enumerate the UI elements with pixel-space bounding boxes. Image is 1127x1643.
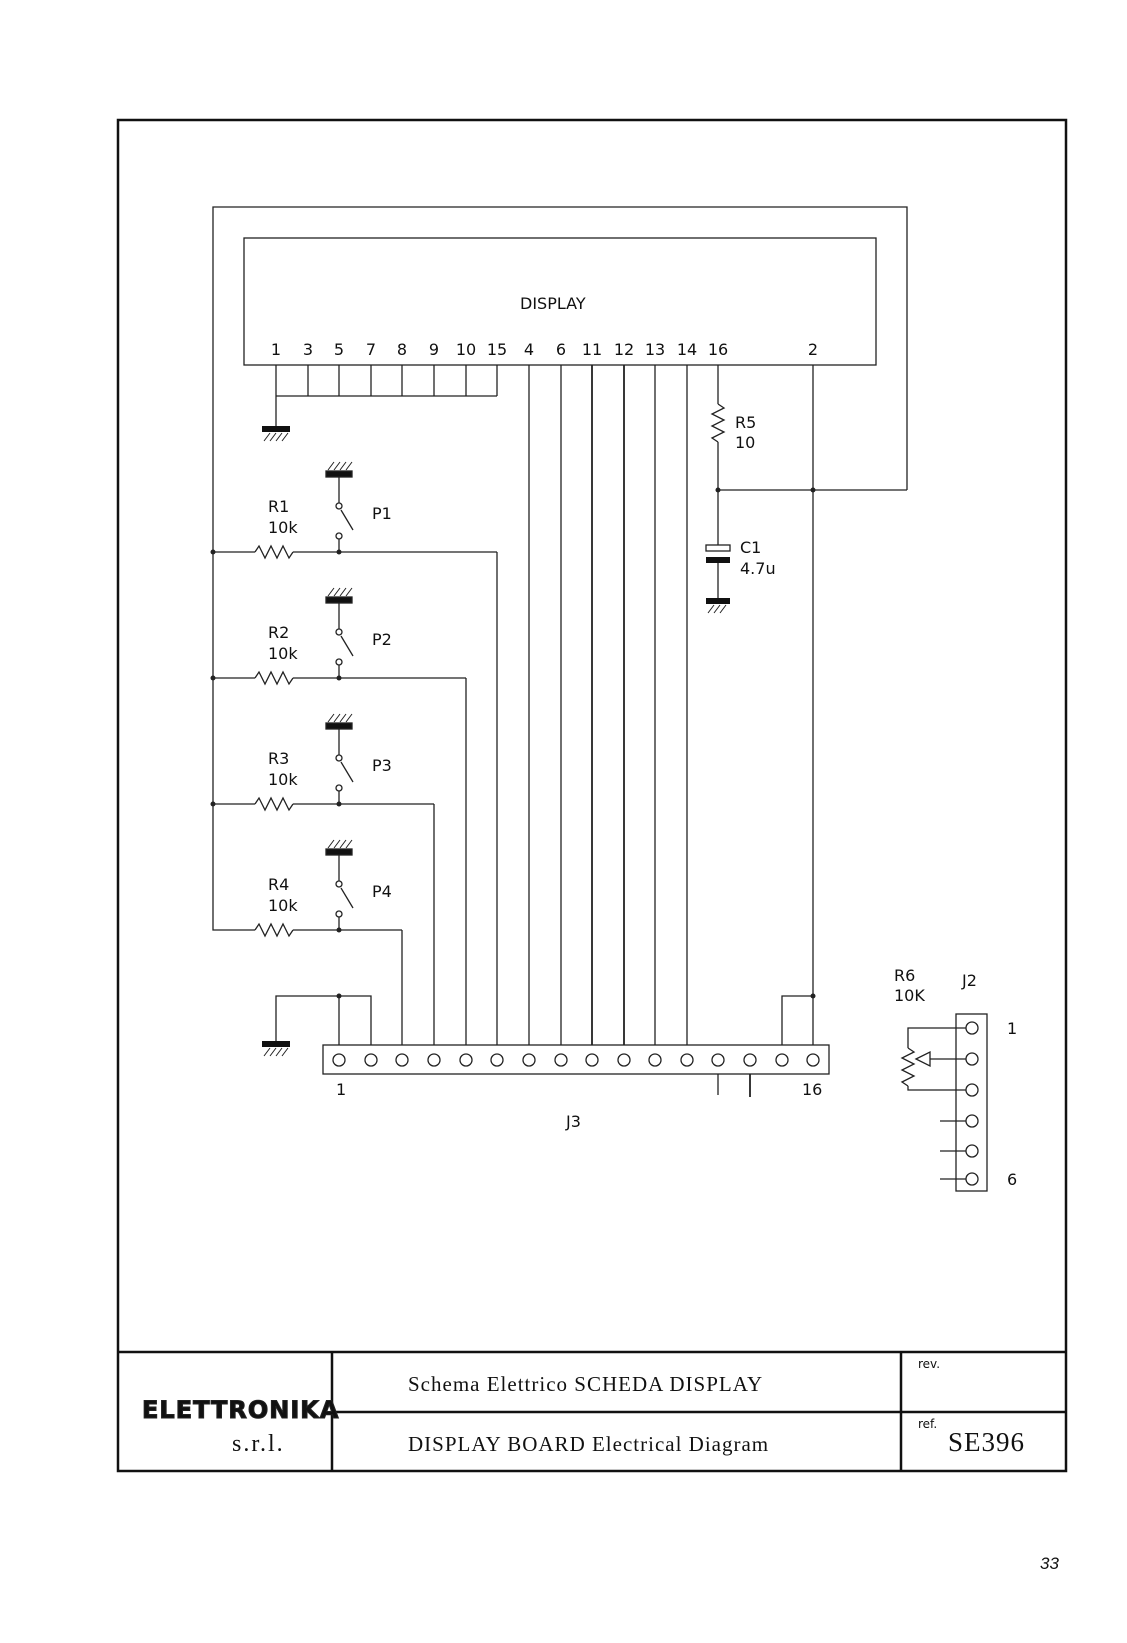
j3-first-pin: 1 — [336, 1080, 346, 1099]
junction-dot — [811, 488, 816, 493]
r1-resistor — [213, 546, 497, 1053]
j3-pin — [712, 1054, 724, 1066]
r3-name: R3 — [268, 749, 289, 768]
r2-value: 10k — [268, 644, 298, 663]
r2-name: R2 — [268, 623, 289, 642]
display-pin: 9 — [429, 340, 439, 359]
r4-resistor — [225, 924, 402, 1053]
title-italian: Schema Elettrico SCHEDA DISPLAY — [408, 1372, 763, 1396]
j3-pin — [333, 1054, 345, 1066]
p3-switch — [326, 714, 353, 804]
display-pin: 3 — [303, 340, 313, 359]
ground-symbol-icon — [262, 1041, 290, 1056]
p4-switch — [326, 840, 353, 930]
p1-switch — [326, 462, 353, 552]
j2-pin — [966, 1173, 978, 1185]
p2-switch — [326, 588, 353, 678]
c1-name: C1 — [740, 538, 761, 557]
j3-pin — [365, 1054, 377, 1066]
p3-label: P3 — [372, 756, 392, 775]
page-number: 33 — [1040, 1554, 1059, 1574]
r1-name: R1 — [268, 497, 289, 516]
display-label: DISPLAY — [520, 294, 586, 313]
r5-value: 10 — [735, 433, 755, 452]
data-lines — [529, 365, 813, 1053]
junction-dot — [211, 676, 216, 681]
j2-pin — [966, 1145, 978, 1157]
junction-dot — [811, 994, 816, 999]
r6-name: R6 — [894, 966, 915, 985]
j3-pin — [491, 1054, 503, 1066]
j2-pin — [966, 1022, 978, 1034]
j3-pin — [428, 1054, 440, 1066]
c1-value: 4.7u — [740, 559, 776, 578]
ref-value: SE396 — [948, 1427, 1025, 1457]
display-pin: 4 — [524, 340, 534, 359]
rev-label: rev. — [918, 1357, 940, 1371]
display-pin-labels: 1 3 5 7 8 9 10 15 4 6 11 12 13 14 16 2 — [271, 340, 818, 359]
display-pin: 13 — [645, 340, 665, 359]
display-pin: 2 — [808, 340, 818, 359]
display-pin: 16 — [708, 340, 728, 359]
display-pin: 6 — [556, 340, 566, 359]
junction-dot — [211, 802, 216, 807]
display-pin: 5 — [334, 340, 344, 359]
junction-dot — [337, 994, 342, 999]
r3-resistor — [213, 798, 434, 1053]
j3-pin — [681, 1054, 693, 1066]
j3-connector — [323, 1045, 829, 1074]
j3-pin — [586, 1054, 598, 1066]
display-pin: 10 — [456, 340, 476, 359]
j2-last-pin: 6 — [1007, 1170, 1017, 1189]
r3-value: 10k — [268, 770, 298, 789]
p2-label: P2 — [372, 630, 392, 649]
j2-pin — [966, 1115, 978, 1127]
display-frame — [213, 207, 907, 930]
j2-pin — [966, 1053, 978, 1065]
r5-name: R5 — [735, 413, 756, 432]
display-pin: 15 — [487, 340, 507, 359]
display-pin: 12 — [614, 340, 634, 359]
display-pin: 14 — [677, 340, 697, 359]
company-logo: ELETTRONIKA s.r.l. — [142, 1396, 339, 1457]
display-pin: 11 — [582, 340, 602, 359]
title-english: DISPLAY BOARD Electrical Diagram — [408, 1432, 769, 1456]
j2-connector — [956, 1014, 987, 1191]
j3-name: J3 — [565, 1112, 581, 1131]
j3-pin — [776, 1054, 788, 1066]
r4-name: R4 — [268, 875, 289, 894]
j3-pin — [555, 1054, 567, 1066]
j3-pin — [649, 1054, 661, 1066]
j3-pin — [618, 1054, 630, 1066]
j3-pin — [744, 1054, 756, 1066]
j3-pin — [523, 1054, 535, 1066]
j3-pin — [460, 1054, 472, 1066]
j2-pin — [966, 1084, 978, 1096]
j3-last-pin: 16 — [802, 1080, 822, 1099]
r6-value: 10K — [894, 986, 925, 1005]
ref-label: ref. — [918, 1417, 937, 1431]
c1-capacitor — [706, 490, 730, 613]
j3-pin — [396, 1054, 408, 1066]
company-suffix: s.r.l. — [232, 1431, 285, 1457]
junction-dot — [211, 550, 216, 555]
j2-first-pin: 1 — [1007, 1019, 1017, 1038]
display-ground-bus — [276, 365, 497, 428]
company-name: ELETTRONIKA — [142, 1396, 339, 1424]
ground-symbol-icon — [262, 426, 290, 441]
j2-name: J2 — [961, 971, 977, 990]
j3-pin — [807, 1054, 819, 1066]
display-pin: 8 — [397, 340, 407, 359]
p1-label: P1 — [372, 504, 392, 523]
r4-value: 10k — [268, 896, 298, 915]
display-pin: 1 — [271, 340, 281, 359]
display-pin: 7 — [366, 340, 376, 359]
r1-value: 10k — [268, 518, 298, 537]
p4-label: P4 — [372, 882, 392, 901]
